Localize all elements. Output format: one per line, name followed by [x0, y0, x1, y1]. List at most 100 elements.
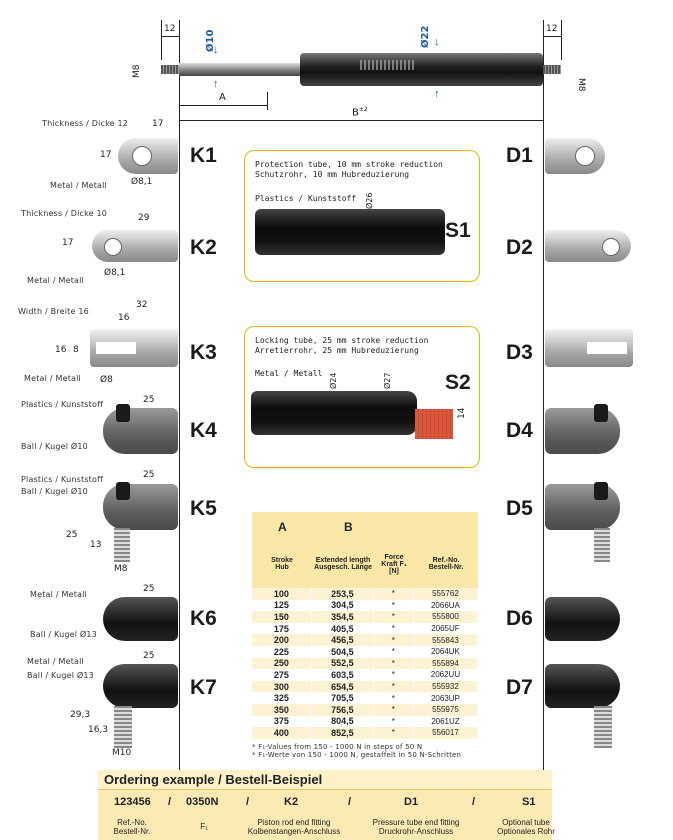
s2-dia27: Ø27	[383, 372, 392, 389]
k7-height-dim-29: 29,3	[70, 710, 91, 720]
k1-hole-dim: Ø8,1	[131, 177, 153, 187]
cell-stroke: 150	[252, 611, 312, 623]
cell-extended: 504,5	[311, 645, 374, 658]
k4-width-dim: 25	[143, 395, 155, 405]
s1-material: Plastics / Kunststoff	[255, 194, 357, 203]
s2-panel: Locking tube, 25 mm stroke reduction Arr…	[244, 326, 480, 468]
d10-arrow-down: ↓	[213, 44, 219, 56]
d4-code: D4	[506, 419, 533, 442]
s2-code: S2	[445, 371, 471, 394]
d4-clip	[594, 404, 608, 422]
header-force: Force Kraft F₁ [N]	[381, 553, 407, 575]
s2-material: Metal / Metall	[255, 369, 323, 378]
cell-extended: 705,5	[311, 692, 374, 704]
d7-stud	[594, 706, 612, 748]
cell-stroke: 100	[252, 588, 312, 600]
k5-ball-socket	[103, 484, 178, 530]
cell-ref: 555800	[413, 611, 479, 623]
cell-ref: 555843	[413, 634, 479, 646]
ordering-example: Ordering example / Bestell-Beispiel 1234…	[98, 770, 555, 840]
k5-height-dim-25: 25	[66, 530, 78, 540]
k7-stud	[114, 706, 132, 748]
k1-code: K1	[190, 144, 217, 167]
cell-force: *	[373, 588, 414, 600]
k7-width-dim: 25	[143, 651, 155, 661]
k2-width-dim: 29	[138, 213, 150, 223]
cell-extended: 456,5	[311, 634, 374, 646]
k5-stud	[114, 528, 130, 562]
cell-stroke: 400	[252, 727, 312, 739]
d10-arrow-up: ↑	[213, 78, 219, 90]
k7-code: K7	[190, 676, 217, 699]
k5-thread-label: M8	[114, 564, 128, 574]
k4-clip	[116, 404, 130, 422]
header-extended: Extended length Ausgesch. Länge	[314, 557, 372, 571]
d2-hole	[602, 238, 620, 256]
k3-material: Metal / Metall	[24, 374, 81, 383]
k5-material: Plastics / Kunststoff	[21, 475, 104, 484]
cell-stroke: 325	[252, 692, 312, 704]
s1-protection-tube	[255, 209, 445, 255]
order-s: S1	[522, 796, 536, 808]
m8-right-label: M8	[576, 78, 586, 92]
d3-code: D3	[506, 341, 533, 364]
cell-extended: 756,5	[311, 703, 374, 716]
table-col-b: B	[344, 520, 353, 534]
dim-a: A	[219, 92, 226, 103]
cell-ref: 2062UU	[413, 669, 479, 681]
s2-orange-tip	[415, 409, 453, 439]
cell-force: *	[373, 680, 414, 693]
cell-extended: 852,5	[311, 727, 374, 739]
cell-stroke: 375	[252, 715, 312, 728]
s1-dia: Ø26	[365, 192, 374, 209]
k2-height-dim: 17	[62, 238, 74, 248]
s2-dia24: Ø24	[329, 372, 338, 389]
d6-code: D6	[506, 607, 533, 630]
s1-line1: Protection tube, 10 mm stroke reduction	[255, 160, 443, 169]
d1-hole	[575, 146, 595, 166]
cell-ref: 2061UZ	[413, 715, 479, 728]
k5-code: K5	[190, 497, 217, 520]
k5-clip	[116, 482, 130, 500]
k2-code: K2	[190, 236, 217, 259]
k3-width-dim-32: 32	[136, 300, 148, 310]
order-slash-2: /	[246, 796, 250, 808]
order-ref: 123456	[114, 796, 151, 808]
order-force: 0350N	[186, 796, 219, 808]
s1-panel: Protection tube, 10 mm stroke reduction …	[244, 150, 480, 282]
cell-force: *	[373, 692, 414, 704]
cell-ref: 555975	[413, 703, 479, 716]
cell-force: *	[373, 634, 414, 646]
stroke-table: A B Stroke Hub Extended length Ausgesch.…	[252, 512, 479, 759]
cell-ref: 555932	[413, 680, 479, 693]
piston-rod	[179, 63, 304, 76]
pressure-tube	[300, 53, 543, 86]
header-ref: Ref.-No. Bestell-Nr.	[428, 557, 464, 571]
cell-extended: 405,5	[311, 622, 374, 635]
cell-extended: 354,5	[311, 611, 374, 623]
d5-stud	[594, 528, 610, 562]
s2-len: 14	[457, 407, 467, 419]
d6-ball-socket	[545, 597, 620, 641]
k3-hole-dim: Ø8	[100, 375, 113, 385]
k7-ball-socket	[103, 664, 178, 708]
cell-force: *	[373, 599, 414, 612]
cell-force: *	[373, 669, 414, 681]
tube-print	[360, 60, 415, 70]
cell-stroke: 200	[252, 634, 312, 646]
table-note-2: * F₁-Werte von 150 - 1000 N, gestaffelt …	[252, 750, 462, 759]
k3-width-label: Width / Breite 16	[18, 307, 89, 316]
order-slash-3: /	[348, 796, 352, 808]
cell-stroke: 250	[252, 657, 312, 670]
cell-extended: 603,5	[311, 669, 374, 681]
cell-ref: 2063UP	[413, 692, 479, 704]
k4-ball-label: Ball / Kugel Ø10	[21, 442, 88, 451]
k1-width-dim: 17	[152, 119, 164, 129]
